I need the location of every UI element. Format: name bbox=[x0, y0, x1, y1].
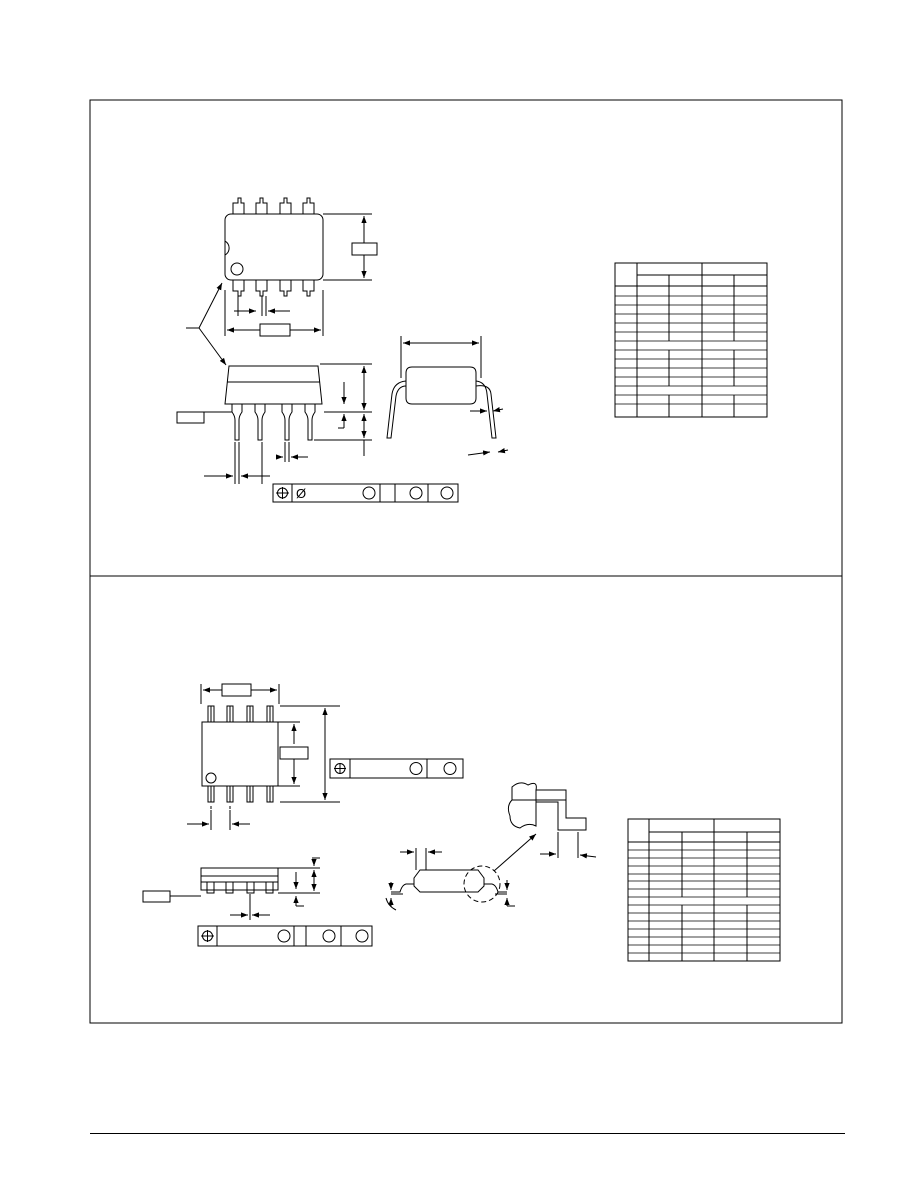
datum-box bbox=[176, 411, 205, 424]
soic-lead-detail bbox=[507, 782, 597, 859]
detail-circle bbox=[463, 865, 501, 903]
soic-feature-control-frame-bottom bbox=[197, 925, 373, 947]
dip-feature-control-frame: Ø bbox=[272, 483, 459, 503]
dim-box bbox=[259, 323, 291, 337]
soic-front-view bbox=[142, 857, 320, 920]
dip-top-view bbox=[186, 197, 378, 366]
dim-box bbox=[279, 746, 309, 760]
soic-top-view bbox=[187, 683, 340, 830]
soic-dimension-table bbox=[627, 818, 781, 962]
diameter-symbol: Ø bbox=[296, 486, 306, 501]
dip-end-view bbox=[386, 336, 509, 456]
pin1-dot bbox=[205, 772, 217, 784]
datum-box bbox=[142, 890, 171, 903]
dip-front-view bbox=[176, 363, 372, 484]
dim-box bbox=[221, 683, 252, 697]
page-border bbox=[89, 99, 843, 1024]
dim-box bbox=[351, 242, 378, 256]
footer-rule bbox=[90, 1133, 845, 1134]
soic-side-view bbox=[385, 833, 537, 911]
pin1-dot bbox=[230, 262, 244, 276]
dip-dimension-table bbox=[614, 262, 768, 418]
soic-feature-control-frame-right bbox=[329, 758, 464, 779]
